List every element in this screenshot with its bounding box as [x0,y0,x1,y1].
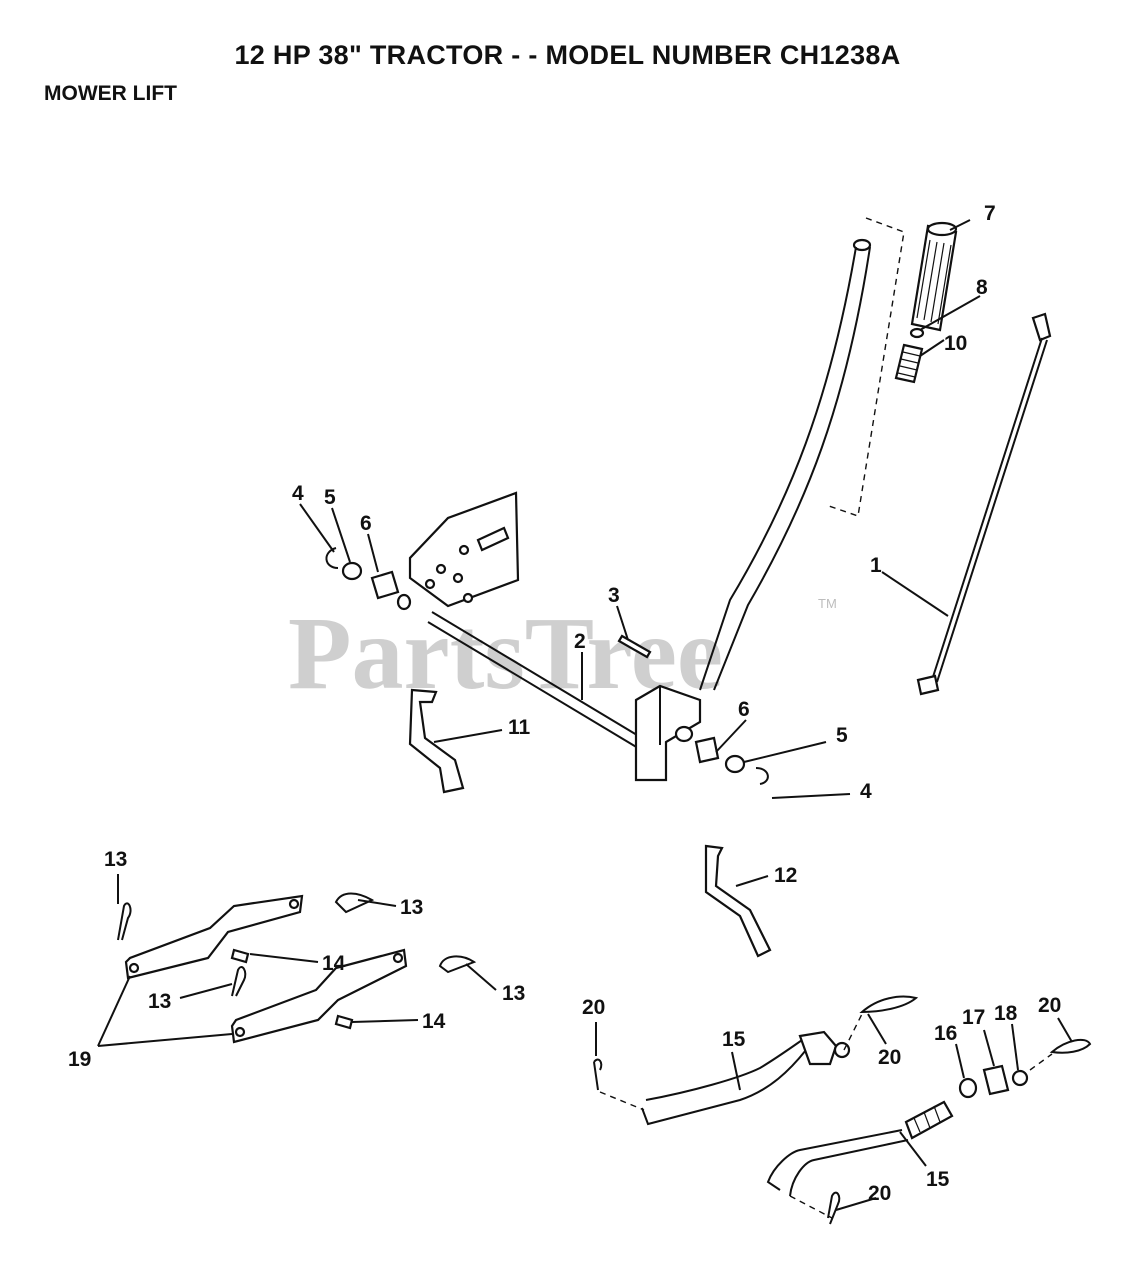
callout-12: 12 [774,864,797,887]
part-15-rod-upper [641,1030,851,1126]
callout-19: 19 [68,1048,91,1071]
mounting-plate [408,491,520,608]
part-16-washer [958,1077,978,1099]
part-8-button [909,327,925,339]
callout-15-lower: 15 [926,1168,950,1191]
callout-4-left: 4 [292,482,304,505]
dashed-guide-lines [599,1013,1053,1219]
part-1-lift-rod [916,312,1052,696]
callout-8: 8 [976,276,988,299]
callout-6-right: 6 [738,698,750,721]
part-7-handle-grip [910,221,958,332]
part-4-clip-right [755,767,769,785]
part-19-lift-links [124,894,408,1044]
lift-handle [699,217,905,691]
callout-13-d: 13 [502,982,525,1005]
section-title: MOWER LIFT [44,82,177,105]
callout-7: 7 [984,202,996,225]
part-6-bushing-right [674,725,720,764]
part-6-bushing-left [370,570,412,611]
part-5-washer-left [341,561,363,581]
part-11-lift-link [408,688,465,794]
diagram-title: 12 HP 38" TRACTOR - - MODEL NUMBER CH123… [234,40,901,70]
callout-20-a: 20 [582,996,605,1019]
callout-3: 3 [608,584,620,607]
callout-13-b: 13 [400,896,423,919]
part-15-rod-lower [766,1100,954,1197]
part-12-lift-link [704,844,772,958]
callout-4-right: 4 [860,780,872,803]
callout-20-b: 20 [878,1046,901,1069]
callout-1: 1 [870,554,882,577]
callout-17: 17 [962,1006,985,1029]
callout-13-a: 13 [104,848,127,871]
callout-20-d: 20 [868,1182,891,1205]
part-5-washer-right [724,754,746,774]
callout-18: 18 [994,1002,1018,1025]
callout-10: 10 [944,332,967,355]
callout-11: 11 [508,716,531,739]
leader-lines [97,219,1073,1211]
callout-14-upper: 14 [322,952,346,975]
part-3-pin [617,634,652,659]
callout-20-c: 20 [1038,994,1061,1017]
part-14-pin-upper [230,948,250,964]
callout-16: 16 [934,1022,957,1045]
callout-5-left: 5 [324,486,336,509]
callout-6-left: 6 [360,512,372,535]
part-10-spring [894,343,924,384]
part-14-pin-lower [334,1014,354,1030]
callout-13-c: 13 [148,990,171,1013]
part-13-hairpin-clips [117,892,477,997]
part-20-clips [593,995,1092,1225]
part-18-nut [1011,1069,1029,1087]
callout-15-upper: 15 [722,1028,746,1051]
part-17-trunnion [982,1064,1010,1096]
watermark-trademark: TM [818,596,837,611]
callout-14-lower: 14 [422,1010,446,1033]
callout-2: 2 [574,630,586,653]
callout-5-right: 5 [836,724,848,747]
